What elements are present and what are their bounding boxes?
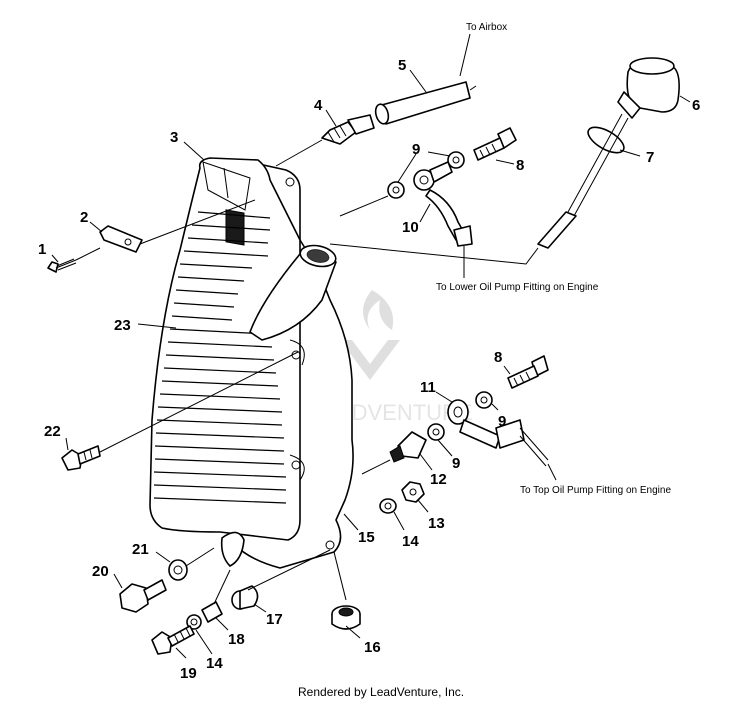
callout-12: 12 xyxy=(430,471,447,488)
part-5-hose xyxy=(374,81,471,125)
note-to-airbox: To Airbox xyxy=(466,22,507,33)
tank-ribs xyxy=(153,211,287,504)
callout-5: 5 xyxy=(398,57,406,74)
callout-21: 21 xyxy=(132,541,149,558)
callout-19: 19 xyxy=(180,665,197,682)
callout-18: 18 xyxy=(228,631,245,648)
callout-2: 2 xyxy=(80,209,88,226)
part-20-drain-bolt xyxy=(119,579,167,613)
callout-13: 13 xyxy=(428,515,445,532)
part-19-bolt xyxy=(151,625,195,655)
callout-11: 11 xyxy=(420,379,436,396)
part-18-bushing xyxy=(201,601,223,623)
part-2-bracket xyxy=(99,225,143,253)
watermark-logo xyxy=(340,290,400,380)
part-21-washer xyxy=(168,559,188,581)
callout-7: 7 xyxy=(646,149,654,166)
part-12-fitting xyxy=(389,431,427,463)
part-14-washer-right xyxy=(379,498,397,514)
part-9-washers-upper xyxy=(387,151,465,199)
part-8-bolt-lower xyxy=(507,355,549,389)
callout-9-right: 9 xyxy=(498,413,506,430)
part-22-bolt xyxy=(61,445,101,471)
callout-17: 17 xyxy=(266,611,283,628)
callout-14-right: 14 xyxy=(402,533,419,550)
part-10-banjo-fitting xyxy=(413,161,473,247)
callout-23: 23 xyxy=(114,317,131,334)
filler-neck xyxy=(249,244,337,341)
callout-15: 15 xyxy=(358,529,375,546)
callout-20: 20 xyxy=(92,563,109,580)
callout-22: 22 xyxy=(44,423,61,440)
callout-9-lower: 9 xyxy=(452,455,460,472)
part-16-grommet xyxy=(331,605,361,630)
callout-8-upper: 8 xyxy=(516,157,524,174)
part-8-bolt-upper xyxy=(473,127,517,161)
part-7-o-ring-dipstick xyxy=(537,113,629,249)
callout-16: 16 xyxy=(364,639,381,656)
part-9-washers-lower xyxy=(427,391,493,441)
part-4-fitting xyxy=(321,114,375,145)
callout-3: 3 xyxy=(170,129,178,146)
callout-4: 4 xyxy=(314,97,323,114)
part-6-dipstick-cap xyxy=(617,57,680,119)
part-11-banjo-fitting xyxy=(447,399,549,467)
leader-lines xyxy=(51,33,691,659)
part-13-nut xyxy=(401,481,425,503)
note-top-oil-pump: To Top Oil Pump Fitting on Engine xyxy=(520,485,671,496)
callout-10: 10 xyxy=(402,219,419,236)
note-lower-oil-pump: To Lower Oil Pump Fitting on Engine xyxy=(436,282,599,293)
part-1-screw xyxy=(47,258,77,273)
part-17-spacer xyxy=(231,585,259,610)
callout-6: 6 xyxy=(692,97,700,114)
callout-9-upper: 9 xyxy=(412,141,420,158)
callout-14-left: 14 xyxy=(206,655,223,672)
callout-labels: 1 2 3 4 5 6 7 8 9 10 23 8 11 9 22 9 12 1… xyxy=(38,57,700,682)
callout-1: 1 xyxy=(38,241,46,258)
footer-credit: Rendered by LeadVenture, Inc. xyxy=(298,685,464,699)
oil-tank xyxy=(149,157,354,569)
callout-8-lower: 8 xyxy=(494,349,502,366)
